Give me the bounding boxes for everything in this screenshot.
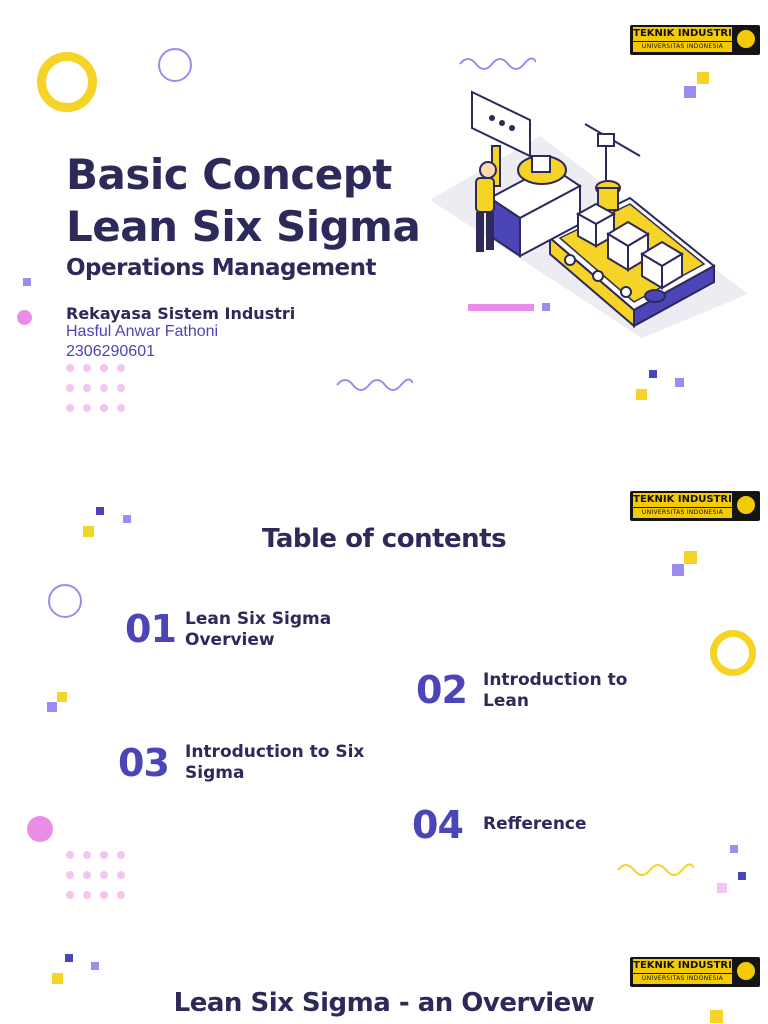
toc-item-introduction-to-lean[interactable]: Introduction to Lean	[483, 670, 628, 711]
square-decoration	[684, 551, 697, 564]
teknik-industri-logo: TEKNIK INDUSTRI UNIVERSITAS INDONESIA	[630, 957, 760, 987]
square-decoration	[91, 962, 99, 970]
slide-title-line2: Lean Six Sigma	[66, 202, 421, 251]
slide-title-line1: Basic Concept	[66, 150, 392, 199]
logo-line2: UNIVERSITAS INDONESIA	[633, 42, 732, 52]
toc-item-introduction-to-six-sigma[interactable]: Introduction to Six Sigma	[185, 742, 365, 783]
logo-line1: TEKNIK INDUSTRI	[633, 493, 732, 507]
squiggle-decoration	[617, 863, 694, 876]
square-decoration	[710, 1010, 723, 1023]
square-decoration	[47, 702, 57, 712]
overview-slide: TEKNIK INDUSTRI UNIVERSITAS INDONESIA Le…	[0, 924, 768, 1024]
lavender-ring-decoration	[158, 48, 192, 82]
square-decoration	[675, 378, 684, 387]
square-decoration	[52, 973, 63, 984]
square-decoration	[96, 507, 104, 515]
toc-number-04: 04	[412, 803, 464, 847]
dot-decoration	[27, 816, 53, 842]
university-seal-icon	[735, 494, 757, 516]
square-decoration	[684, 86, 696, 98]
logo-line1: TEKNIK INDUSTRI	[633, 27, 732, 41]
logo-line2: UNIVERSITAS INDONESIA	[633, 974, 732, 984]
square-decoration	[636, 389, 647, 400]
university-seal-icon	[735, 960, 757, 982]
slide-subtitle: Operations Management	[66, 255, 377, 281]
logo-line2: UNIVERSITAS INDONESIA	[633, 508, 732, 518]
logo-line1: TEKNIK INDUSTRI	[633, 959, 732, 973]
square-decoration	[717, 883, 727, 893]
toc-number-03: 03	[118, 741, 170, 785]
department-label: Rekayasa Sistem Industri	[66, 304, 296, 323]
toc-number-02: 02	[416, 668, 468, 712]
student-id: 2306290601	[66, 343, 155, 360]
yellow-ring-decoration	[37, 52, 97, 112]
square-decoration	[123, 515, 131, 523]
dot-grid-decoration	[66, 364, 125, 412]
lavender-ring-decoration	[48, 584, 82, 618]
dot-grid-decoration	[66, 851, 125, 899]
square-decoration	[65, 954, 73, 962]
square-decoration	[697, 72, 709, 84]
factory-conveyor-illustration	[430, 90, 748, 338]
square-decoration	[23, 278, 31, 286]
teknik-industri-logo: TEKNIK INDUSTRI UNIVERSITAS INDONESIA	[630, 491, 760, 521]
square-decoration	[57, 692, 67, 702]
toc-slide: TEKNIK INDUSTRI UNIVERSITAS INDONESIA Ta…	[0, 450, 768, 924]
author-name: Hasful Anwar Fathoni	[66, 323, 219, 340]
toc-item-lean-six-sigma-overview[interactable]: Lean Six Sigma Overview	[185, 609, 332, 650]
square-decoration	[730, 845, 738, 853]
yellow-ring-decoration	[710, 630, 756, 676]
square-decoration	[83, 526, 94, 537]
square-decoration	[649, 370, 657, 378]
title-slide: TEKNIK INDUSTRI UNIVERSITAS INDONESIA Ba…	[0, 0, 768, 450]
squiggle-decoration	[336, 378, 413, 391]
toc-title: Table of contents	[261, 524, 507, 554]
square-decoration	[738, 872, 746, 880]
overview-title: Lean Six Sigma - an Overview	[173, 988, 595, 1018]
dot-decoration	[17, 310, 32, 325]
square-decoration	[672, 564, 684, 576]
toc-item-refference[interactable]: Refference	[483, 814, 587, 834]
squiggle-decoration	[459, 57, 536, 70]
teknik-industri-logo: TEKNIK INDUSTRI UNIVERSITAS INDONESIA	[630, 25, 760, 55]
toc-number-01: 01	[125, 607, 177, 651]
university-seal-icon	[735, 28, 757, 50]
